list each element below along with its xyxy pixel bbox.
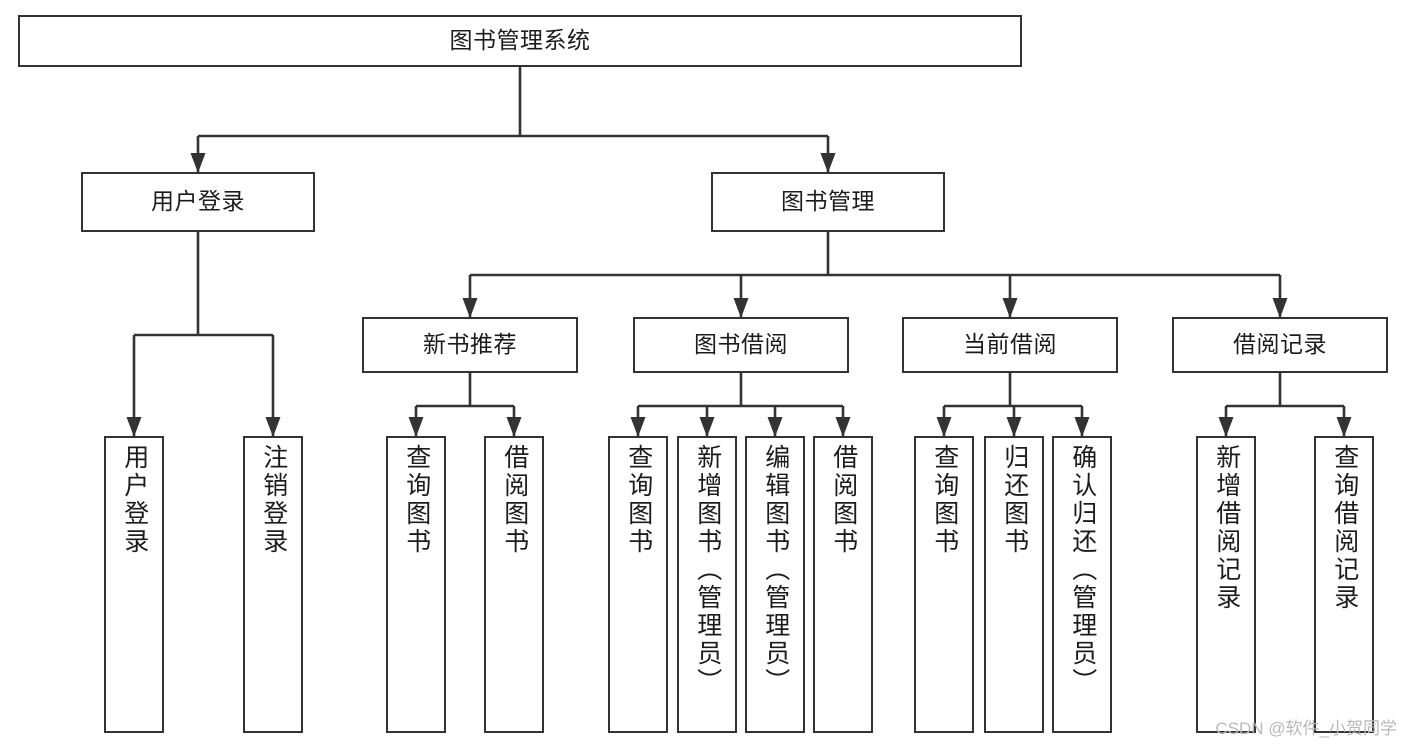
node-leaf-edit-book[interactable]: 编辑图书（管理员） xyxy=(745,436,805,733)
node-book-borrow[interactable]: 图书借阅 xyxy=(633,317,849,373)
node-book-mgmt[interactable]: 图书管理 xyxy=(711,172,945,232)
watermark: CSDN @软件_小贺同学 xyxy=(1215,719,1397,738)
arrowhead-icon xyxy=(408,417,424,437)
node-leaf-logout[interactable]: 注销登录 xyxy=(243,436,303,733)
node-label: 用户登录 xyxy=(120,444,149,556)
node-leaf-user-login[interactable]: 用户登录 xyxy=(104,436,164,733)
arrowhead-icon xyxy=(1002,298,1018,318)
node-label: 查询图书 xyxy=(930,444,959,556)
arrowhead-icon xyxy=(1336,417,1352,437)
node-label: 图书管理系统 xyxy=(449,27,591,54)
node-label: 图书管理 xyxy=(781,188,875,215)
node-leaf-query-book-c[interactable]: 查询图书 xyxy=(914,436,974,733)
node-user-login[interactable]: 用户登录 xyxy=(81,172,315,232)
arrowhead-icon xyxy=(936,417,952,437)
node-label: 用户登录 xyxy=(151,188,245,215)
arrowhead-icon xyxy=(1272,298,1288,318)
node-root[interactable]: 图书管理系统 xyxy=(18,15,1022,67)
node-new-book-rec[interactable]: 新书推荐 xyxy=(362,317,578,373)
node-label: 查询图书 xyxy=(624,444,653,556)
node-label: 注销登录 xyxy=(259,444,288,556)
node-label: 确认归还（管理员） xyxy=(1068,444,1097,696)
node-leaf-add-record[interactable]: 新增借阅记录 xyxy=(1196,436,1256,733)
node-leaf-borrow-book-b[interactable]: 借阅图书 xyxy=(813,436,873,733)
node-label: 新书推荐 xyxy=(423,331,517,358)
arrowhead-icon xyxy=(126,417,142,437)
node-label: 查询图书 xyxy=(402,444,431,556)
arrowhead-icon xyxy=(767,417,783,437)
node-label: 新增图书（管理员） xyxy=(693,444,722,696)
arrowhead-icon xyxy=(190,153,206,173)
node-label: 编辑图书（管理员） xyxy=(761,444,790,696)
node-leaf-borrow-book-a[interactable]: 借阅图书 xyxy=(484,436,544,733)
node-current-borrow[interactable]: 当前借阅 xyxy=(902,317,1118,373)
arrowhead-icon xyxy=(835,417,851,437)
node-label: 归还图书 xyxy=(1000,444,1029,556)
arrowhead-icon xyxy=(506,417,522,437)
arrowhead-icon xyxy=(630,417,646,437)
node-leaf-return-book[interactable]: 归还图书 xyxy=(984,436,1044,733)
arrowhead-icon xyxy=(1006,417,1022,437)
arrowhead-icon xyxy=(1218,417,1234,437)
node-leaf-query-book-a[interactable]: 查询图书 xyxy=(386,436,446,733)
node-label: 借阅图书 xyxy=(829,444,858,556)
node-label: 当前借阅 xyxy=(963,331,1057,358)
arrowhead-icon xyxy=(820,153,836,173)
node-leaf-query-book-b[interactable]: 查询图书 xyxy=(608,436,668,733)
arrowhead-icon xyxy=(733,298,749,318)
arrowhead-icon xyxy=(462,298,478,318)
arrowhead-icon xyxy=(699,417,715,437)
arrowhead-icon xyxy=(265,417,281,437)
node-label: 借阅记录 xyxy=(1233,331,1327,358)
node-leaf-confirm-return[interactable]: 确认归还（管理员） xyxy=(1052,436,1112,733)
arrowhead-icon xyxy=(1074,417,1090,437)
node-borrow-record[interactable]: 借阅记录 xyxy=(1172,317,1388,373)
node-leaf-query-record[interactable]: 查询借阅记录 xyxy=(1314,436,1374,733)
node-leaf-add-book[interactable]: 新增图书（管理员） xyxy=(677,436,737,733)
node-label: 查询借阅记录 xyxy=(1330,444,1359,612)
node-label: 图书借阅 xyxy=(694,331,788,358)
node-label: 新增借阅记录 xyxy=(1212,444,1241,612)
node-label: 借阅图书 xyxy=(500,444,529,556)
